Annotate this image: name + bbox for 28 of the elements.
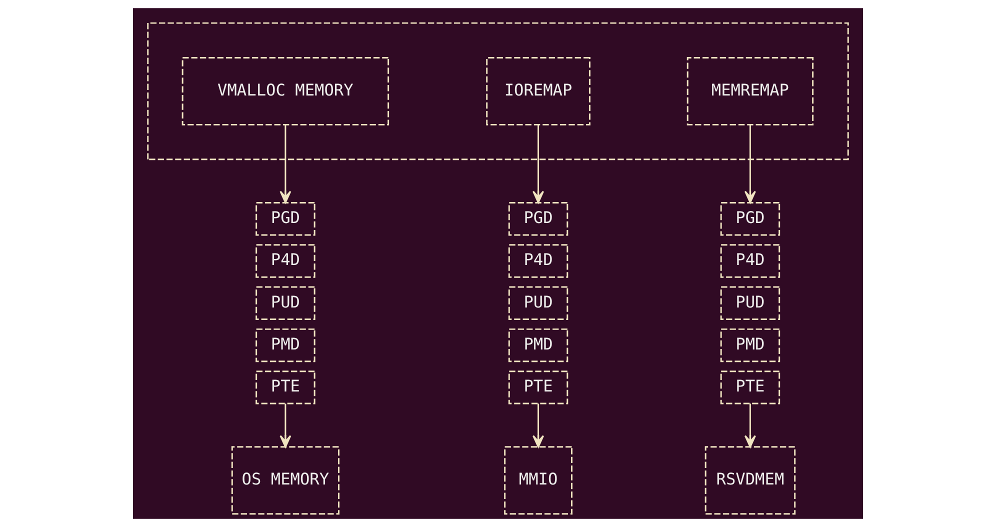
node-box: PUD [720,286,780,320]
arrow [532,404,544,448]
node-box: P4D [720,244,780,278]
node-box: PUD [508,286,568,320]
node-box: MMIO [504,446,572,515]
node-box: PGD [508,202,568,236]
node-box: PMD [720,328,780,362]
cluster [147,22,849,160]
node-box: PUD [256,286,316,320]
node-box: MEMREMAP [686,57,814,126]
node-box: P4D [508,244,568,278]
node-box: PMD [256,328,316,362]
node-box: PMD [508,328,568,362]
node-box: VMALLOC MEMORY [182,57,390,126]
arrow [744,124,756,204]
node-box: OS MEMORY [231,446,340,515]
arrow [280,404,292,448]
node-box: PTE [720,370,780,404]
arrow [532,124,544,204]
node-box: PTE [508,370,568,404]
arrow [744,404,756,448]
node-box: PTE [256,370,316,404]
node-box: PGD [720,202,780,236]
node-box: PGD [256,202,316,236]
node-box: IOREMAP [486,57,590,126]
node-box: P4D [256,244,316,278]
arrow [280,124,292,204]
node-box: RSVDMEM [704,446,796,515]
